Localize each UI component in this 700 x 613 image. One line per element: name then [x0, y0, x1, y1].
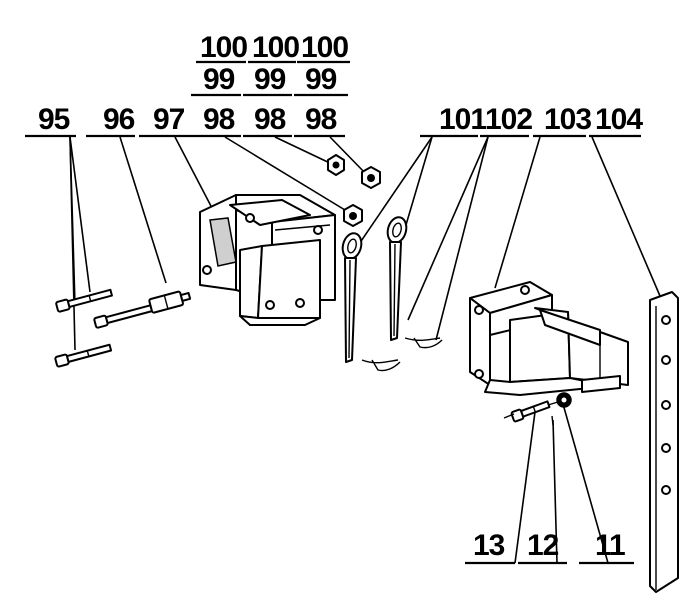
label-101: 101: [439, 103, 486, 136]
label-13: 13: [473, 529, 505, 562]
bolt-sleeve-96: [93, 290, 192, 329]
label-100-a: 100: [200, 31, 247, 64]
label-98-c: 98: [305, 103, 337, 136]
label-97: 97: [153, 103, 185, 136]
label-102: 102: [485, 103, 532, 136]
clamp-bracket-97: [199, 194, 336, 326]
label-104: 104: [595, 103, 643, 136]
label-99-c: 99: [305, 63, 337, 96]
label-99-b: 99: [254, 63, 286, 96]
nuts-98-99-100: [327, 154, 381, 227]
label-96: 96: [103, 103, 135, 136]
label-98-a: 98: [203, 103, 235, 136]
part-labels: 100 100 100 99 99 99 98 98 98 95 96 97 1…: [25, 31, 644, 565]
plate-104: [649, 291, 679, 593]
hardware-11-12-13: [503, 392, 572, 426]
label-12: 12: [527, 529, 559, 562]
label-98-b: 98: [254, 103, 286, 136]
label-95: 95: [38, 103, 70, 136]
leader-lines: [69, 136, 661, 564]
label-100-b: 100: [252, 31, 299, 64]
pins-101: [341, 216, 408, 363]
bracket-103: [469, 281, 629, 396]
clips-102: [361, 337, 443, 372]
bolts-95: [54, 288, 113, 368]
label-99-a: 99: [203, 63, 235, 96]
label-100-c: 100: [301, 31, 348, 64]
label-103: 103: [544, 103, 591, 136]
